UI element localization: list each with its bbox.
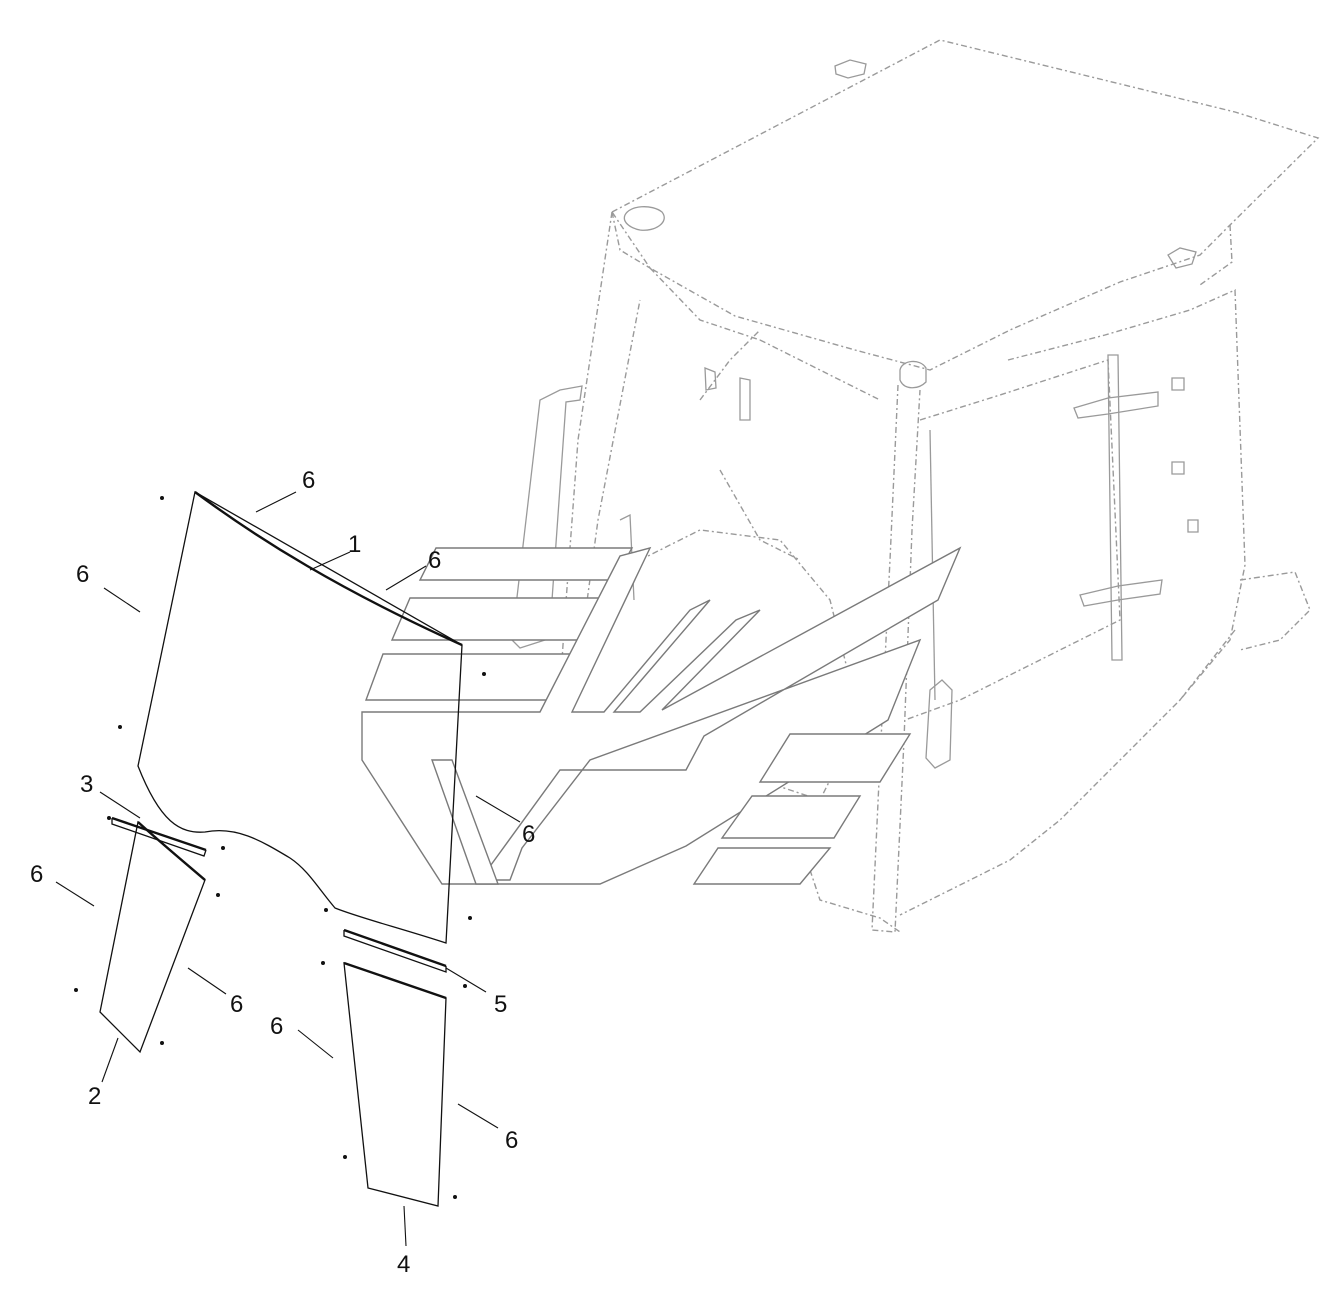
exploded-view-arrow — [361, 546, 962, 885]
windshield-top-edge — [194, 491, 463, 647]
windshield-glass — [137, 490, 463, 944]
callout-6h: 6 — [522, 821, 535, 848]
callout-6d: 6 — [30, 861, 43, 888]
fastener-dots — [74, 496, 486, 1199]
leader-lines — [55, 491, 521, 1247]
callout-labels: 1 6 6 6 3 6 6 2 6 5 6 4 6 — [30, 467, 535, 1278]
callout-6a: 6 — [302, 467, 315, 494]
callout-6g: 6 — [505, 1127, 518, 1154]
callout-6f: 6 — [270, 1013, 283, 1040]
seal-strip-left — [111, 816, 207, 852]
callout-4: 4 — [397, 1251, 410, 1278]
callout-1: 1 — [348, 531, 361, 558]
callout-3: 3 — [80, 771, 93, 798]
seal-strip-right — [343, 928, 447, 968]
callout-6c: 6 — [428, 547, 441, 574]
lower-right-glass — [343, 962, 447, 1207]
callout-5: 5 — [494, 991, 507, 1018]
lower-left-glass — [99, 820, 206, 1054]
callout-6b: 6 — [76, 561, 89, 588]
callout-2: 2 — [88, 1083, 101, 1110]
glass-parts — [99, 490, 463, 1207]
callout-6e: 6 — [230, 991, 243, 1018]
